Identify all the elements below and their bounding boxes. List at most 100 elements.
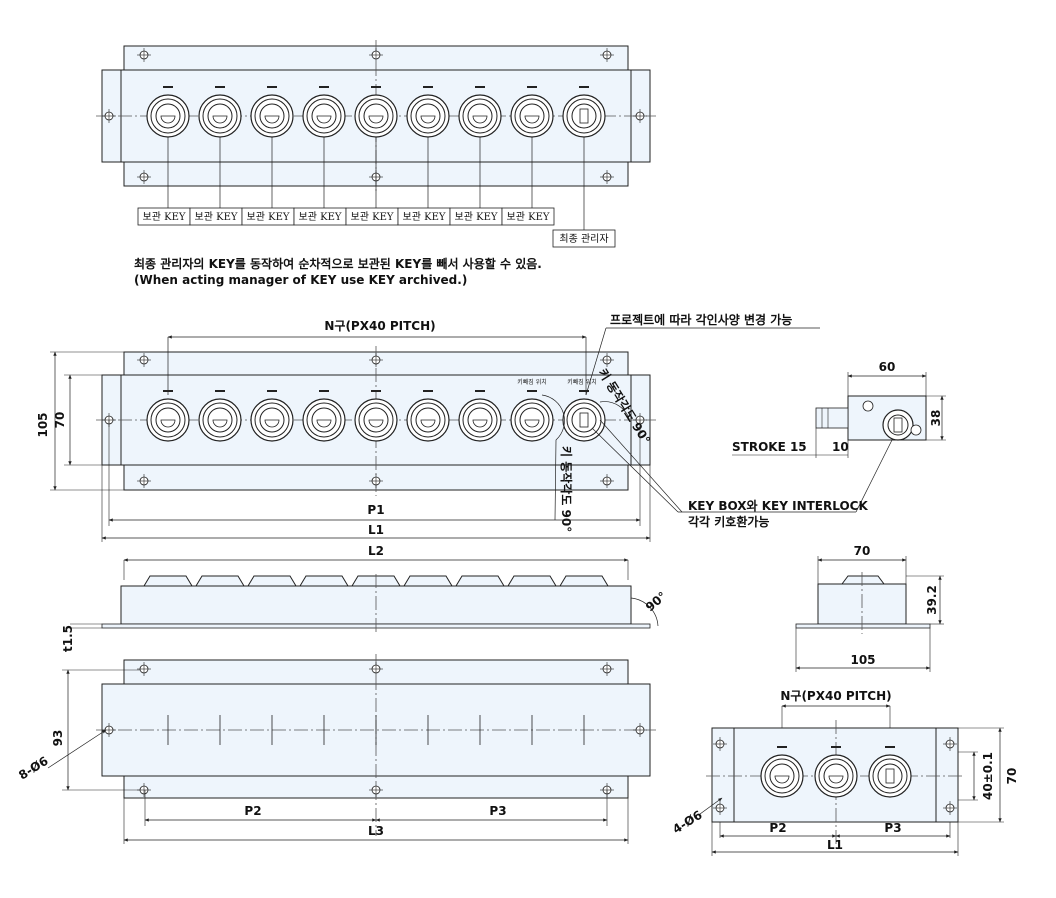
small-box-hole-3 bbox=[943, 737, 957, 751]
side-key-head-2 bbox=[195, 575, 245, 587]
interlock-plunger bbox=[815, 407, 849, 429]
top-key-cylinder-2 bbox=[198, 86, 242, 138]
side-key-head-6 bbox=[403, 575, 453, 587]
top-key-cylinder-3 bbox=[250, 86, 294, 138]
front-view-key-cylinders bbox=[146, 390, 606, 442]
note-english: (When acting manager of KEY use KEY arch… bbox=[134, 273, 468, 287]
dim-l1: L1 bbox=[368, 523, 384, 537]
storage-key-label-6: 보관 KEY bbox=[403, 211, 446, 223]
small-box-hole-1 bbox=[713, 737, 727, 751]
front-view: N구(PX40 PITCH) 프로젝트에 따라 각인사양 변경 가능 키빼짐 위… bbox=[36, 312, 899, 542]
small-box-dim-l1: L1 bbox=[827, 838, 843, 852]
interlock-screw-2 bbox=[910, 424, 922, 436]
front-hole-5 bbox=[369, 474, 383, 488]
front-hole-2 bbox=[369, 353, 383, 367]
bottom-hole-3 bbox=[600, 662, 614, 676]
front-key-cylinder-2 bbox=[198, 390, 242, 442]
top-key-cylinder-8 bbox=[510, 86, 554, 138]
front-key-cylinder-5 bbox=[354, 390, 398, 442]
front-key-cylinder-3 bbox=[250, 390, 294, 442]
side-key-head-4 bbox=[299, 575, 349, 587]
interlock-note-line2: 각각 키호환가능 bbox=[688, 514, 769, 529]
dim-105: 105 bbox=[36, 412, 50, 437]
top-key-cylinder-5 bbox=[354, 86, 398, 138]
small-box-key-cylinder-3 bbox=[868, 746, 912, 798]
top-key-cylinder-9 bbox=[562, 86, 606, 138]
note-korean: 최종 관리자의 KEY를 동작하여 순차적으로 보관된 KEY를 빼서 사용할 … bbox=[134, 257, 542, 271]
front-key-cylinder-6 bbox=[406, 390, 450, 442]
dim-60: 60 bbox=[879, 360, 896, 374]
dim-70: 70 bbox=[53, 412, 67, 429]
small-box-dim-70: 70 bbox=[1005, 768, 1019, 785]
front-key-cylinder-1 bbox=[146, 390, 190, 442]
small-box-dim-p3: P3 bbox=[884, 821, 901, 835]
top-key-cylinder-6 bbox=[406, 86, 450, 138]
dim-10: 10 bbox=[832, 440, 849, 454]
top-view-mount-holes bbox=[102, 48, 647, 184]
manager-key-label: 최종 관리자 bbox=[559, 233, 608, 245]
top-hole-6 bbox=[600, 170, 614, 184]
storage-key-label-4: 보관 KEY bbox=[299, 211, 342, 223]
top-hole-8 bbox=[633, 109, 647, 123]
small-box-key-cylinders bbox=[760, 746, 912, 798]
storage-key-label-5: 보관 KEY bbox=[351, 211, 394, 223]
storage-key-labels: 보관 KEY 보관 KEY 보관 KEY 보관 KEY 보관 KEY 보관 KEY 보관 K… bbox=[137, 207, 555, 226]
small-box-mount-holes bbox=[713, 737, 957, 815]
side-key-head-9 bbox=[559, 575, 609, 587]
front-key-cylinder-4 bbox=[302, 390, 346, 442]
small-box-hole-2 bbox=[713, 801, 727, 815]
top-view-leader-lines bbox=[167, 137, 585, 230]
storage-key-label-2: 보관 KEY bbox=[195, 211, 238, 223]
side-key-head-8 bbox=[507, 575, 557, 587]
small-box-pitch-label: N구(PX40 PITCH) bbox=[780, 689, 891, 703]
top-view: 보관 KEY 보관 KEY 보관 KEY 보관 KEY 보관 KEY 보관 KEY 보관 K… bbox=[96, 40, 656, 248]
key-position-label-2: 키빼짐 위치 bbox=[567, 378, 597, 386]
small-side-dim-392: 39.2 bbox=[925, 585, 939, 615]
small-side-dim-70: 70 bbox=[854, 544, 871, 558]
storage-key-label-8: 보관 KEY bbox=[507, 211, 550, 223]
small-box-key-cylinder-1 bbox=[760, 746, 804, 798]
engraving-note: 프로젝트에 따라 각인사양 변경 가능 bbox=[610, 312, 792, 327]
dim-93: 93 bbox=[51, 730, 65, 747]
pitch-label: N구(PX40 PITCH) bbox=[324, 319, 435, 333]
small-box-dim-holes: 4-Ø6 bbox=[670, 808, 704, 837]
bottom-hole-8 bbox=[633, 723, 647, 737]
front-hole-1 bbox=[137, 353, 151, 367]
key-position-label-1: 키빼짐 위치 bbox=[517, 378, 547, 386]
dim-l3: L3 bbox=[368, 824, 384, 838]
top-key-cylinder-4 bbox=[302, 86, 346, 138]
dim-p3: P3 bbox=[489, 804, 506, 818]
storage-key-label-1: 보관 KEY bbox=[143, 211, 186, 223]
storage-key-label-3: 보관 KEY bbox=[247, 211, 290, 223]
small-box-dim-40: 40±0.1 bbox=[981, 752, 995, 800]
dim-p2: P2 bbox=[244, 804, 261, 818]
small-side-plate bbox=[795, 623, 931, 629]
small-box-key-cylinder-2 bbox=[814, 746, 858, 798]
bottom-view-key-centers bbox=[167, 715, 585, 745]
top-hole-7 bbox=[102, 109, 116, 123]
top-hole-1 bbox=[137, 48, 151, 62]
dim-holes: 8-Ø6 bbox=[16, 754, 50, 783]
key-rotation-label-1: 키 동작각도 90° bbox=[559, 446, 574, 532]
dim-l2: L2 bbox=[368, 544, 384, 558]
top-key-cylinder-7 bbox=[458, 86, 502, 138]
top-key-cylinder-1 bbox=[146, 86, 190, 138]
bottom-view: 93 8-Ø6 P2 P3 L3 bbox=[16, 654, 656, 844]
interlock-screw-1 bbox=[862, 400, 874, 412]
side-key-head-1 bbox=[143, 575, 193, 587]
interlock-note-line1: KEY BOX와 KEY INTERLOCK bbox=[688, 498, 868, 513]
top-hole-4 bbox=[137, 170, 151, 184]
storage-key-label-box-8 bbox=[501, 207, 555, 226]
small-box-dim-p2: P2 bbox=[769, 821, 786, 835]
top-view-key-cylinders bbox=[146, 86, 606, 138]
bottom-hole-2 bbox=[369, 662, 383, 676]
small-side-dim-105: 105 bbox=[850, 653, 875, 667]
small-box-hole-4 bbox=[943, 801, 957, 815]
bottom-hole-5 bbox=[369, 783, 383, 797]
dim-90: 90° bbox=[643, 589, 669, 614]
stroke-label: STROKE 15 bbox=[732, 440, 807, 454]
side-view: L2 90° t1.5 bbox=[61, 544, 669, 652]
top-hole-3 bbox=[600, 48, 614, 62]
storage-key-label-7: 보관 KEY bbox=[455, 211, 498, 223]
